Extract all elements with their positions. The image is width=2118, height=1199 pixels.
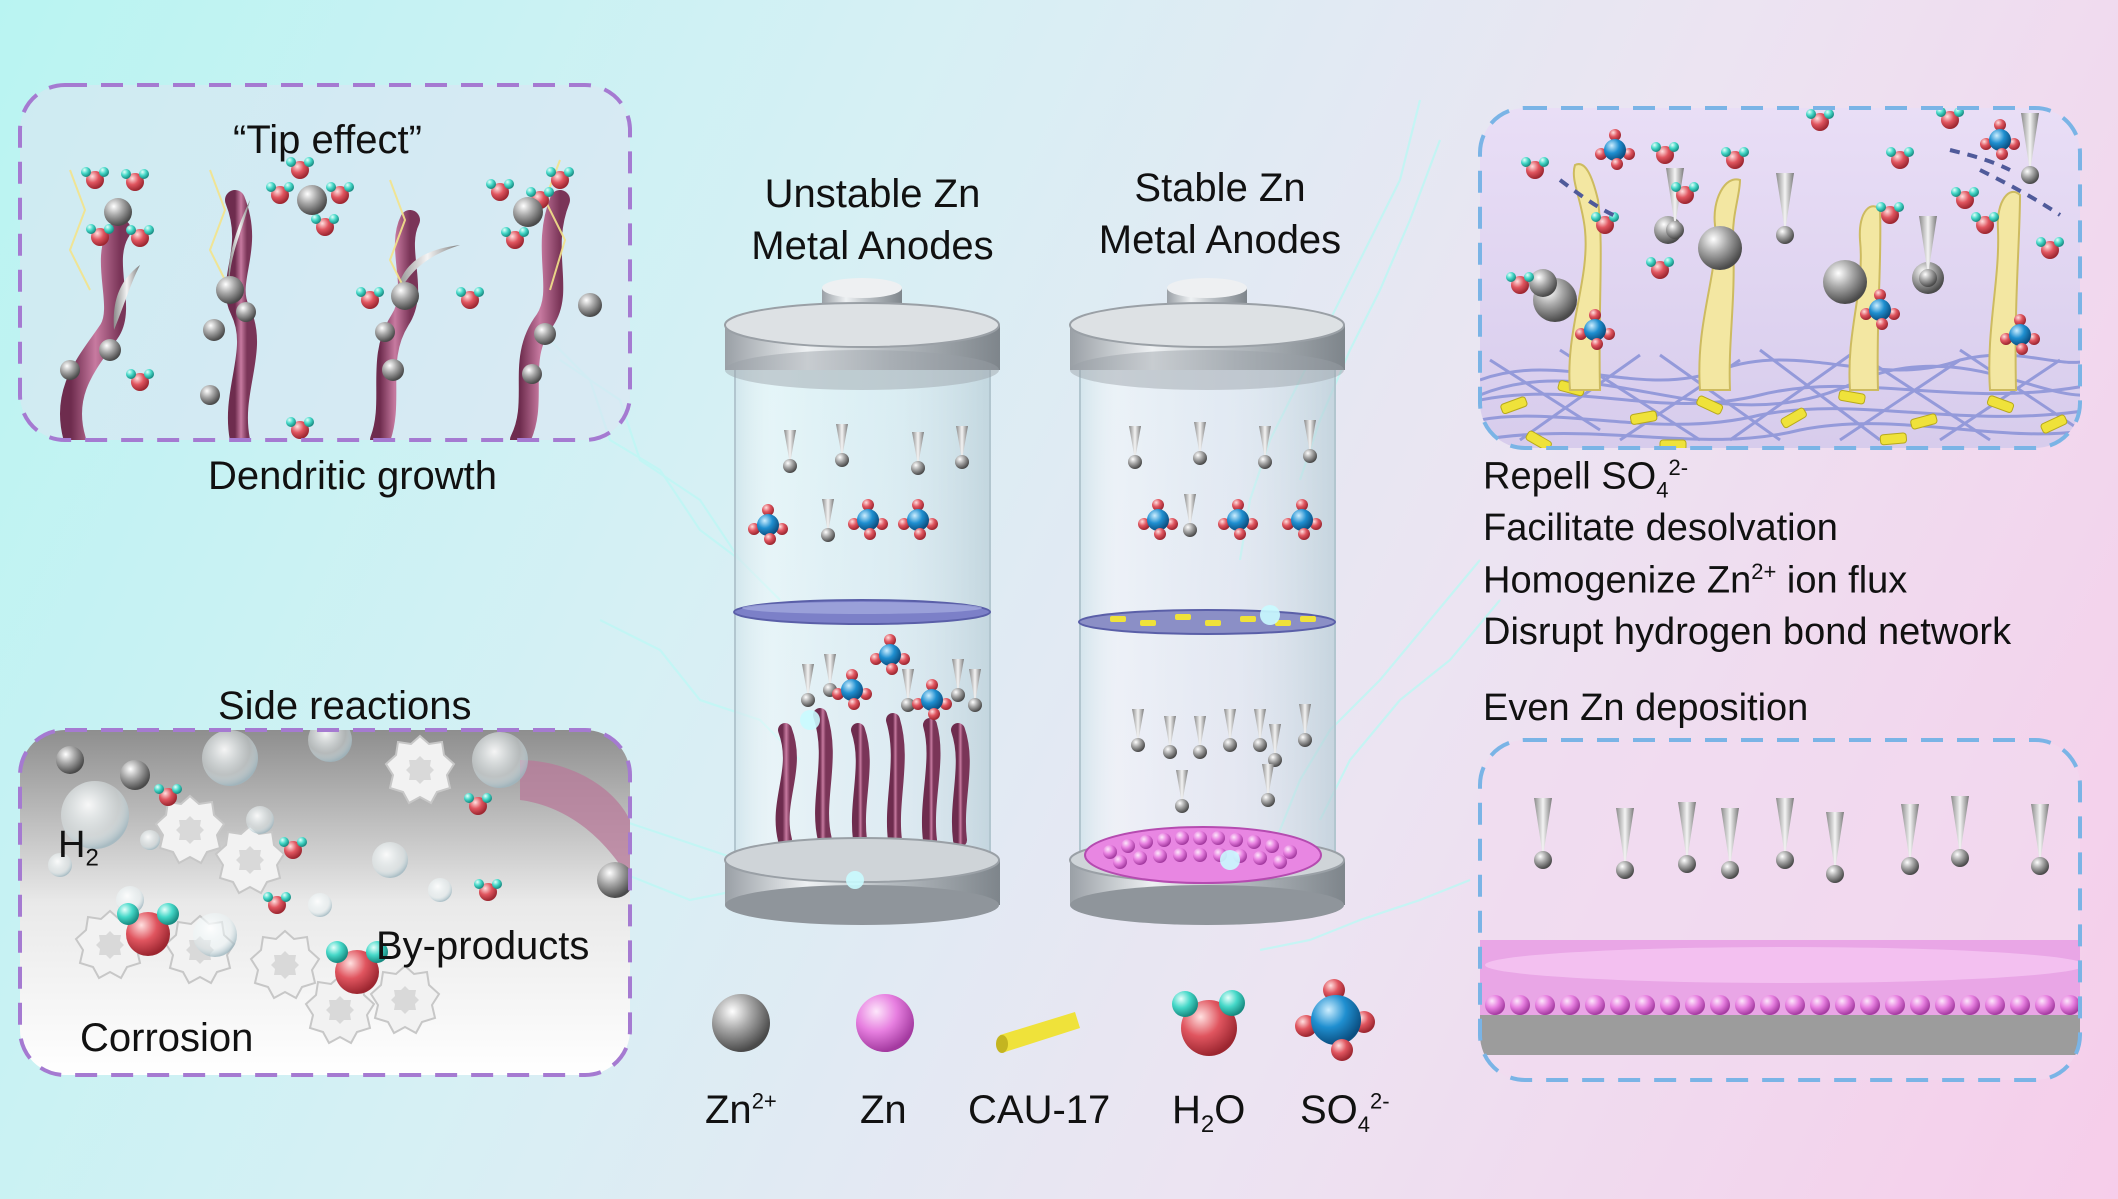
zn-ion-icon — [712, 994, 770, 1052]
sulfate-icon — [1295, 979, 1375, 1061]
unstable-cell — [724, 278, 1000, 925]
even-deposition-caption: Even Zn deposition — [1483, 687, 1809, 729]
legend-sulfate-label: SO42- — [1300, 1088, 1390, 1137]
zn-metal-icon — [856, 994, 914, 1052]
coating-effect-3: Homogenize Zn2+ ion flux — [1483, 559, 1908, 602]
legend-zn-label: Zn — [860, 1088, 907, 1132]
coating-frame — [1478, 106, 2082, 450]
byproducts-label: By-products — [376, 924, 590, 968]
h2-label: H2 — [58, 824, 99, 872]
even-deposition-frame — [1478, 738, 2082, 1082]
coating-effect-2: Facilitate desolvation — [1483, 507, 1838, 549]
water-icon — [1172, 990, 1245, 1056]
coating-effect-1: Repell SO42- — [1483, 455, 1689, 503]
coating-illustration — [1480, 108, 2080, 448]
tip-effect-title: “Tip effect” — [233, 118, 422, 162]
even-deposition-illustration — [1480, 740, 2080, 1080]
glow-sparks — [800, 605, 1280, 889]
corrosion-label: Corrosion — [80, 1016, 254, 1060]
legend-zn-ion-label: Zn2+ — [705, 1088, 777, 1132]
dendritic-growth-caption: Dendritic growth — [208, 454, 498, 498]
cau17-icon — [996, 1012, 1080, 1053]
side-reactions-illustration — [20, 730, 630, 1075]
tip-effect-illustration — [20, 85, 630, 440]
side-reactions-title: Side reactions — [218, 684, 472, 728]
stable-cell — [1069, 278, 1345, 925]
legend-cau17-label: CAU-17 — [968, 1088, 1111, 1132]
coating-effect-4: Disrupt hydrogen bond network — [1483, 611, 2012, 653]
side-reactions-frame — [18, 728, 632, 1077]
legend-icons — [712, 979, 1375, 1061]
tip-effect-frame — [18, 83, 632, 442]
legend-water-label: H2O — [1172, 1088, 1246, 1138]
